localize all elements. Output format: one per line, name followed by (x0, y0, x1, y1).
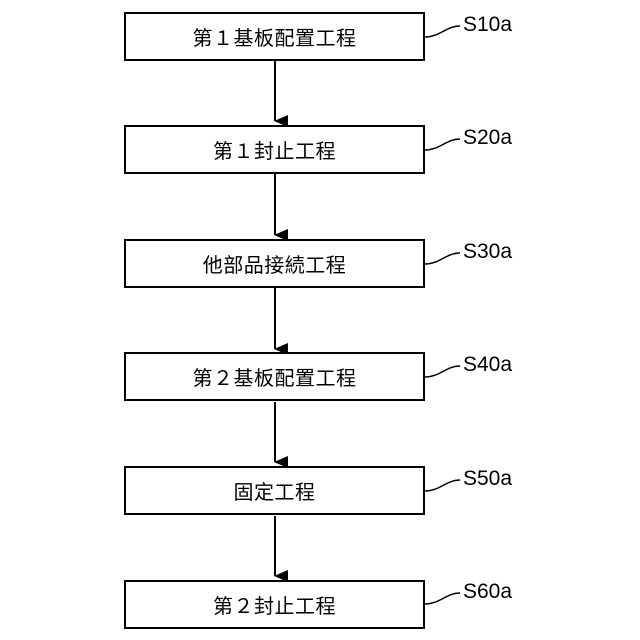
leader-line (425, 26, 460, 37)
step-box-s60a: 第２封止工程 (124, 580, 425, 629)
step-label-s20a: S20a (463, 127, 512, 148)
step-label-s50a: S50a (463, 468, 512, 489)
step-box-s50a: 固定工程 (124, 466, 425, 515)
step-text: 第２基板配置工程 (193, 362, 357, 391)
step-text: 第１基板配置工程 (193, 22, 357, 51)
leader-line (425, 593, 460, 604)
leader-line (425, 366, 460, 377)
step-label-s10a: S10a (463, 14, 512, 35)
step-box-s40a: 第２基板配置工程 (124, 352, 425, 401)
step-text: 他部品接続工程 (203, 249, 347, 278)
step-box-s10a: 第１基板配置工程 (124, 12, 425, 61)
step-label-s60a: S60a (463, 581, 512, 602)
step-text: 第２封止工程 (213, 590, 336, 619)
leader-line (425, 253, 460, 264)
step-label-s40a: S40a (463, 354, 512, 375)
leader-line (425, 480, 460, 491)
leader-line (425, 139, 460, 150)
step-label-s30a: S30a (463, 241, 512, 262)
step-box-s20a: 第１封止工程 (124, 125, 425, 174)
step-text: 固定工程 (234, 476, 316, 505)
step-box-s30a: 他部品接続工程 (124, 239, 425, 288)
step-text: 第１封止工程 (213, 135, 336, 164)
